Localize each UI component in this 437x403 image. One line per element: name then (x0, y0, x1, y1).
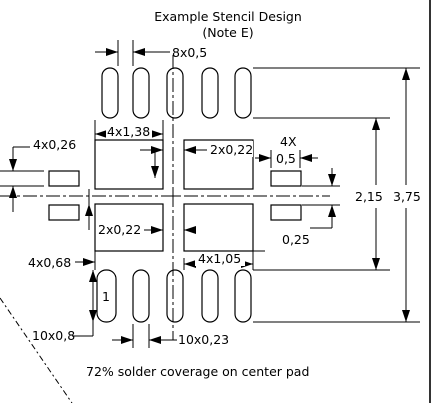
left-top-pad-label: 4x0,26 (33, 137, 76, 152)
arrow-head (83, 258, 95, 266)
arrow-head (121, 336, 133, 344)
top-pad (166, 67, 184, 119)
top-pad (234, 67, 252, 119)
arrow-head (89, 310, 97, 322)
pitch-count-label: 4X (280, 134, 297, 149)
arrow-head (9, 159, 17, 171)
top-pads-label: 8x0,5 (172, 45, 207, 60)
arrow-head (184, 146, 196, 154)
bottom-pad (234, 269, 252, 323)
side-pad-gap-label: 0,25 (282, 232, 310, 247)
arrow-head (184, 226, 196, 234)
diagram-note: (Note E) (202, 25, 253, 40)
side-pad-left-bottom (48, 204, 80, 221)
bottom-pad-row (96, 269, 252, 323)
arrow-head (184, 260, 196, 268)
arrow-head (95, 130, 107, 138)
bottom-pad (166, 269, 184, 323)
section-cut-line (0, 297, 73, 403)
pitch-label: 0,5 (276, 151, 296, 166)
top-pad (201, 67, 219, 119)
side-pad-right-bottom (270, 204, 302, 221)
dim-2-15-label: 2,15 (355, 189, 383, 204)
diagram-title: Example Stencil Design (154, 9, 302, 24)
arrow-head (151, 226, 163, 234)
side-pad-right-top (270, 170, 302, 187)
arrow-head (328, 174, 336, 186)
arrow-head (133, 48, 145, 56)
arrow-head (85, 204, 93, 216)
bottom-pads-label: 10x0,8 (32, 328, 75, 343)
arrow-head (259, 154, 271, 162)
arrow-head (151, 130, 163, 138)
arrow-head (372, 118, 380, 130)
arrow-head (106, 48, 118, 56)
bottom-pad-width-label: 10x0,23 (178, 332, 229, 347)
arrow-head (372, 258, 380, 270)
top-pad (101, 67, 119, 119)
coverage-note: 72% solder coverage on center pad (86, 364, 309, 379)
arrow-head (149, 336, 161, 344)
dim-3-75-label: 3,75 (393, 189, 421, 204)
center-width-label: 4x1,38 (107, 124, 150, 139)
arrow-head (300, 154, 312, 162)
corner-pad-label: 4x0,68 (28, 255, 71, 270)
center-height-label: 4x1,05 (198, 251, 241, 266)
top-pad (132, 67, 150, 119)
arrow-head (402, 310, 410, 322)
arrow-head (89, 270, 97, 282)
side-pad-left-top (48, 170, 80, 187)
pad-number-label: 1 (102, 289, 110, 304)
top-pad-row (101, 67, 252, 119)
arrow-head (9, 186, 17, 198)
arrow-head (328, 205, 336, 217)
arrow-head (402, 68, 410, 80)
center-gap-left-label: 2x0,22 (98, 222, 141, 237)
center-gap-right-label: 2x0,22 (210, 142, 253, 157)
bottom-pad (96, 269, 117, 323)
bottom-pad (201, 269, 219, 323)
arrow-head (151, 146, 163, 154)
arrow-head (151, 166, 159, 178)
bottom-pad (132, 269, 150, 323)
